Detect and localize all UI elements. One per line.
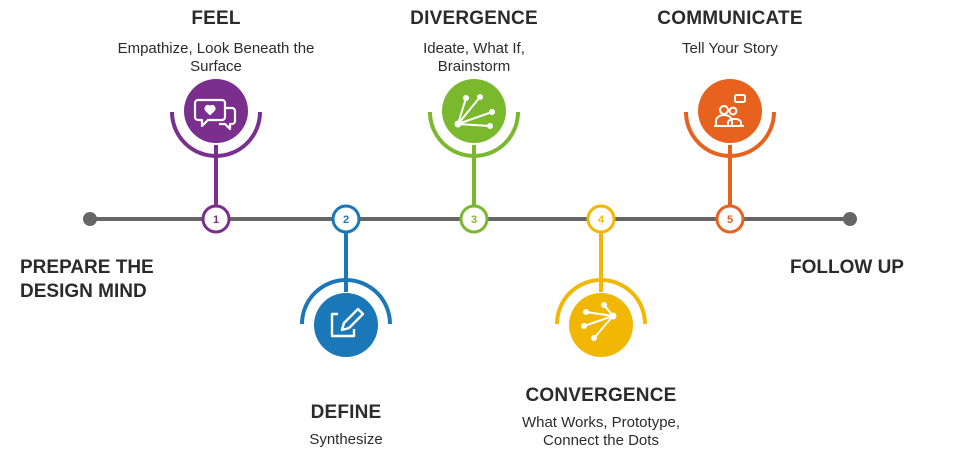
- timeline-end-dot: [843, 212, 857, 226]
- step-1-icon-circle: [184, 79, 248, 143]
- step-2-title: DEFINE: [310, 402, 382, 423]
- edit-pencil-icon: [330, 307, 365, 338]
- step-5-number: 5: [727, 214, 733, 226]
- step-2-marker: [331, 204, 361, 234]
- chat-heart-icon: [193, 98, 237, 131]
- diverging-arrows-icon: [454, 94, 495, 129]
- end-label: FOLLOW UP: [790, 257, 904, 278]
- step-1-arc: [170, 111, 262, 158]
- step-3-marker: [459, 204, 489, 234]
- step-3-subtitle: Ideate, What If, Brainstorm: [423, 40, 525, 75]
- step-4-marker: [586, 204, 616, 234]
- step-4-subtitle: What Works, Prototype, Connect the Dots: [521, 414, 681, 449]
- step-5-subtitle: Tell Your Story: [682, 40, 778, 57]
- start-label: PREPARE THE DESIGN MIND: [20, 257, 154, 302]
- step-5-title: COMMUNICATE: [657, 8, 803, 29]
- step-1-marker: [201, 204, 231, 234]
- step-1-group: 1: [170, 79, 262, 234]
- step-3-number: 3: [471, 214, 477, 226]
- step-4-arc: [555, 278, 647, 325]
- step-4-title: CONVERGENCE: [525, 385, 677, 406]
- step-4-number: 4: [598, 214, 605, 226]
- step-4-icon-circle: [569, 293, 633, 357]
- step-5-marker: [715, 204, 745, 234]
- timeline-start-dot: [83, 212, 97, 226]
- step-2-subtitle: Synthesize: [309, 431, 383, 448]
- step-3-title: DIVERGENCE: [410, 8, 538, 29]
- step-2-icon-circle: [314, 293, 378, 357]
- presenter-icon: [714, 94, 746, 127]
- step-1-number: 1: [213, 214, 219, 226]
- step-3-group: 3: [428, 79, 520, 234]
- converging-arrows-icon: [581, 302, 617, 341]
- step-3-icon-circle: [442, 79, 506, 143]
- step-4-group: 4: [555, 204, 647, 357]
- step-3-arc: [428, 111, 520, 158]
- step-1-subtitle: Empathize, Look Beneath the Surface: [117, 40, 315, 75]
- step-5-arc: [684, 111, 776, 158]
- step-1-title: FEEL: [191, 8, 241, 29]
- step-2-number: 2: [343, 214, 349, 226]
- step-2-arc: [300, 278, 392, 325]
- step-5-group: 5: [684, 79, 776, 234]
- step-2-group: 2: [300, 204, 392, 357]
